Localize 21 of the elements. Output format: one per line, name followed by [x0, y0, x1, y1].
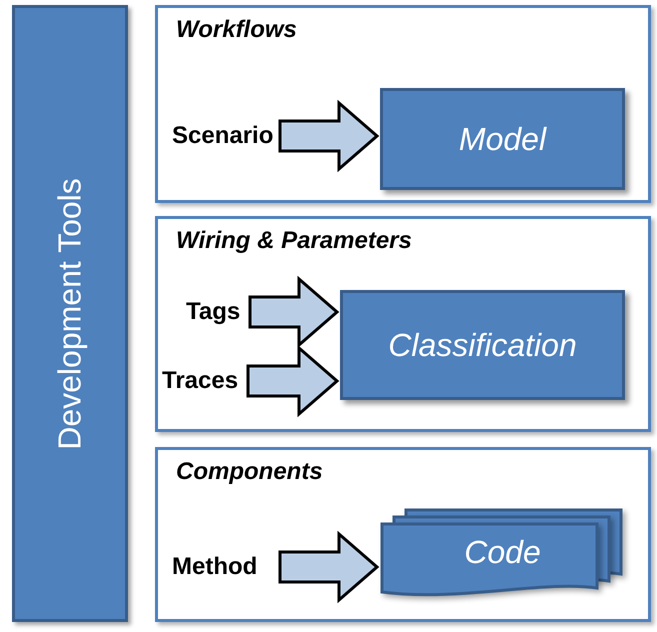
section-panel [155, 216, 651, 432]
block-arrow [278, 530, 380, 604]
input-label: Method [172, 553, 258, 581]
box-label: Model [458, 120, 546, 158]
process-box [380, 88, 625, 190]
side-bar-title: Development Tools [52, 178, 88, 450]
block-arrow [278, 100, 380, 172]
section-heading: Workflows [176, 16, 297, 44]
block-arrow [248, 276, 340, 348]
box-label: Code [464, 534, 541, 570]
section-panel [155, 447, 651, 622]
section-heading: Components [176, 458, 323, 486]
input-label: Tags [186, 298, 240, 326]
process-box [340, 290, 625, 400]
input-label: Traces [162, 367, 238, 395]
side-bar [12, 5, 128, 622]
input-label: Scenario [172, 122, 274, 150]
block-arrow [246, 344, 340, 418]
section-panel [155, 5, 651, 203]
section-heading: Wiring & Parameters [176, 227, 412, 255]
box-label: Classification [388, 326, 577, 364]
